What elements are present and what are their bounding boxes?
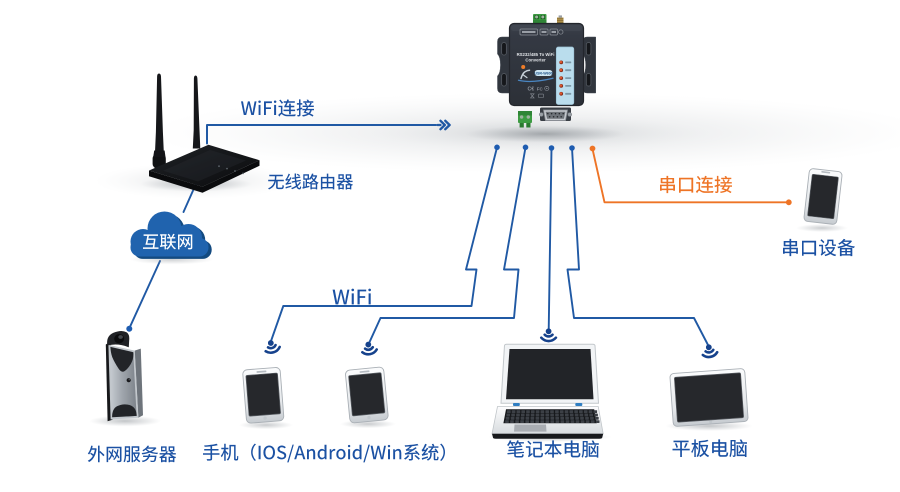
svg-text:Converter: Converter [525, 58, 546, 63]
svg-text:FC: FC [537, 86, 544, 91]
svg-text:RS232/485 To WiFi: RS232/485 To WiFi [517, 52, 555, 57]
svg-text:USR-W600: USR-W600 [534, 72, 552, 76]
svg-text:C€: C€ [528, 87, 535, 93]
